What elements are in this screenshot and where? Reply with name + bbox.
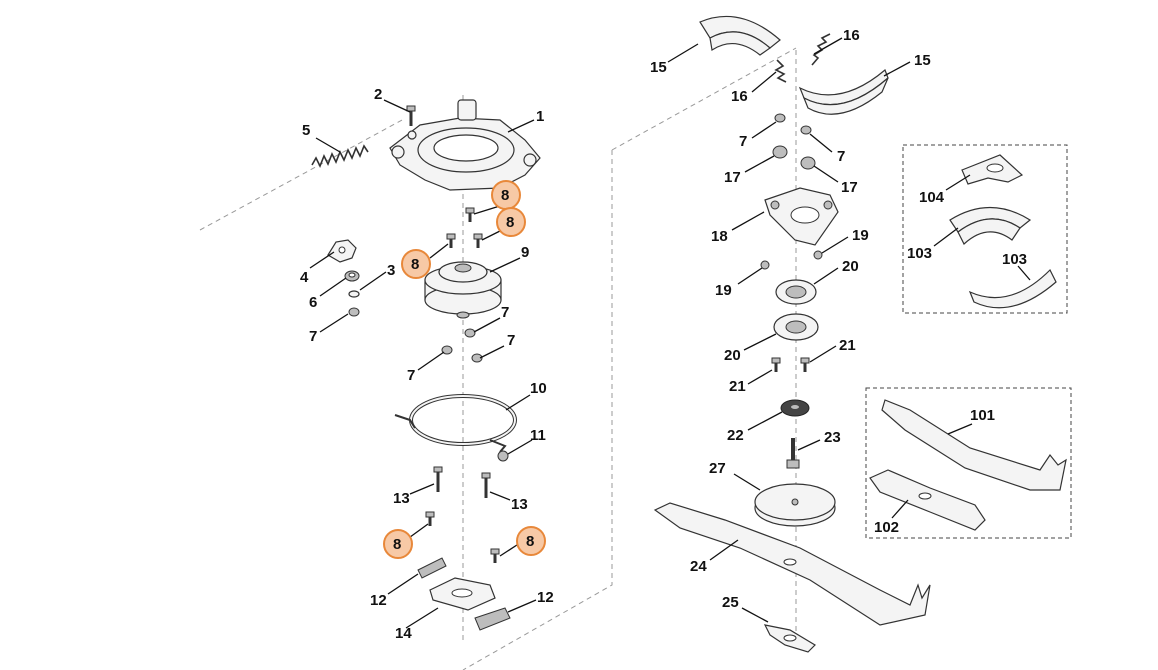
highlight-callouts [383, 180, 546, 559]
part-housing[interactable] [389, 99, 541, 191]
part-plate-14[interactable] [429, 577, 496, 611]
part-bolts-13[interactable] [433, 466, 491, 498]
label-18[interactable]: 18 [711, 228, 728, 245]
part-washer-3[interactable] [348, 290, 360, 298]
part-stud-11[interactable] [497, 450, 509, 462]
label-8e[interactable]: 8 [526, 533, 534, 550]
brake-shoe-kit-box [902, 144, 1068, 314]
part-brake-band[interactable] [394, 394, 517, 453]
part-disc-27[interactable] [754, 483, 836, 527]
label-21a[interactable]: 21 [729, 378, 746, 395]
label-7c[interactable]: 7 [507, 332, 515, 349]
label-7a[interactable]: 7 [309, 328, 317, 345]
label-10[interactable]: 10 [530, 380, 547, 397]
label-12b[interactable]: 12 [537, 589, 554, 606]
part-clamp-12a[interactable] [417, 557, 447, 579]
part-shoe-103b[interactable] [968, 268, 1057, 309]
part-nuts-19[interactable] [760, 250, 823, 270]
label-19a[interactable]: 19 [852, 227, 869, 244]
part-bolt-23[interactable] [786, 438, 800, 469]
part-springs-16[interactable] [774, 33, 831, 83]
part-bracket-18[interactable] [764, 187, 839, 246]
part-clamp-12b[interactable] [474, 607, 511, 631]
part-brake-shoe-15a[interactable] [699, 15, 781, 56]
label-15a[interactable]: 15 [650, 59, 667, 76]
label-1[interactable]: 1 [536, 108, 544, 125]
label-6[interactable]: 6 [309, 294, 317, 311]
part-brake-shoe-15b[interactable] [798, 68, 889, 115]
part-bushing[interactable] [344, 270, 360, 282]
label-3[interactable]: 3 [387, 262, 395, 279]
label-7b[interactable]: 7 [501, 304, 509, 321]
label-13b[interactable]: 13 [511, 496, 528, 513]
part-screws-8-lower[interactable] [425, 511, 500, 563]
label-101[interactable]: 101 [970, 407, 995, 424]
label-25[interactable]: 25 [722, 594, 739, 611]
label-102[interactable]: 102 [874, 519, 899, 536]
part-brake-drum[interactable] [424, 261, 502, 319]
label-20a[interactable]: 20 [842, 258, 859, 275]
label-2[interactable]: 2 [374, 86, 382, 103]
part-bolt-2[interactable] [406, 105, 416, 126]
blade-kit-box [865, 387, 1072, 539]
label-9[interactable]: 9 [521, 244, 529, 261]
part-lever[interactable] [327, 239, 357, 263]
label-17b[interactable]: 17 [841, 179, 858, 196]
label-12a[interactable]: 12 [370, 592, 387, 609]
part-blade-102[interactable] [869, 469, 986, 531]
label-27[interactable]: 27 [709, 460, 726, 477]
label-8b[interactable]: 8 [506, 214, 514, 231]
part-nuts-7-right[interactable] [774, 113, 812, 135]
label-19b[interactable]: 19 [715, 282, 732, 299]
part-shoe-103a[interactable] [949, 206, 1032, 245]
label-104[interactable]: 104 [919, 189, 945, 206]
part-bushings-17[interactable] [772, 145, 816, 170]
part-washer-22[interactable] [780, 399, 810, 417]
label-7e[interactable]: 7 [739, 133, 747, 150]
label-5[interactable]: 5 [302, 122, 310, 139]
label-103b[interactable]: 103 [1002, 251, 1027, 268]
part-bolts-21[interactable] [771, 357, 810, 372]
part-labels: 1 2 5 4 3 6 7 8 8 8 9 7 7 7 10 11 13 13 … [300, 27, 1027, 642]
label-7f[interactable]: 7 [837, 148, 845, 165]
label-17a[interactable]: 17 [724, 169, 741, 186]
label-7d[interactable]: 7 [407, 367, 415, 384]
part-screws-8-upper[interactable] [446, 207, 483, 248]
label-22[interactable]: 22 [727, 427, 744, 444]
label-20b[interactable]: 20 [724, 347, 741, 364]
label-8a[interactable]: 8 [501, 187, 509, 204]
part-adapter-25[interactable] [763, 624, 816, 653]
part-shoe-104[interactable] [961, 154, 1024, 185]
label-24[interactable]: 24 [690, 558, 707, 575]
part-blade-24[interactable] [653, 502, 931, 626]
label-4[interactable]: 4 [300, 269, 309, 286]
part-nut-7a[interactable] [348, 307, 360, 317]
label-13a[interactable]: 13 [393, 490, 410, 507]
label-8c[interactable]: 8 [411, 256, 419, 273]
label-21b[interactable]: 21 [839, 337, 856, 354]
part-bearing-20b[interactable] [773, 313, 819, 341]
label-16b[interactable]: 16 [731, 88, 748, 105]
part-nuts-7[interactable] [441, 328, 483, 363]
label-16a[interactable]: 16 [843, 27, 860, 44]
label-14[interactable]: 14 [395, 625, 412, 642]
part-bearing-20a[interactable] [775, 279, 817, 305]
part-spring[interactable] [311, 144, 369, 168]
label-8d[interactable]: 8 [393, 536, 401, 553]
part-blade-101[interactable] [881, 399, 1067, 491]
label-23[interactable]: 23 [824, 429, 841, 446]
label-15b[interactable]: 15 [914, 52, 931, 69]
label-11[interactable]: 11 [530, 427, 546, 444]
label-103a[interactable]: 103 [907, 245, 932, 262]
